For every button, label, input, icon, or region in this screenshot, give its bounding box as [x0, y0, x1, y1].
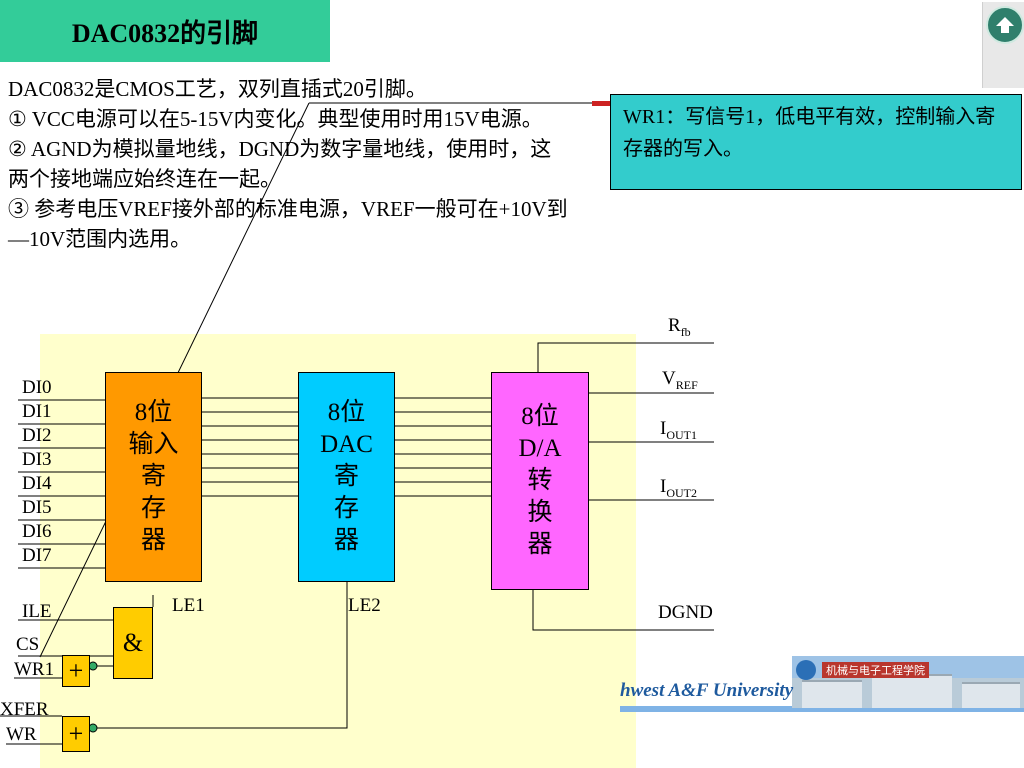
- pin-di3: DI3: [22, 449, 52, 470]
- pin-vref: VREF: [662, 368, 698, 392]
- intro-line: DAC0832是CMOS工艺，双列直插式20引脚。: [8, 77, 427, 101]
- pin-xfer: XFER: [0, 699, 49, 720]
- input-register-block: 8位 输入 寄 存 器: [105, 372, 202, 582]
- pin-wr1: WR1: [14, 659, 55, 680]
- school-logo-icon: [796, 660, 816, 680]
- block-text: 换: [527, 499, 553, 526]
- pin-di2: DI2: [22, 425, 52, 446]
- home-button[interactable]: [982, 2, 1024, 88]
- block-text: 存: [140, 495, 166, 522]
- pin-wr: WR: [6, 724, 37, 745]
- pin-ile: ILE: [22, 601, 52, 622]
- home-icon: [986, 6, 1024, 44]
- and-gate: &: [113, 607, 153, 679]
- university-name: hwest A&F University: [620, 680, 794, 701]
- block-text: D/A: [518, 435, 562, 462]
- pin-di4: DI4: [22, 473, 52, 494]
- footer-band: [620, 706, 1024, 712]
- campus-image: 机械与电子工程学院: [792, 656, 1024, 708]
- block-text: 寄: [333, 463, 359, 490]
- intro-line: ② AGND为模拟量地线，DGND为数字量地线，使用时，这两个接地端应始终连在一…: [8, 137, 552, 191]
- page-title: DAC0832的引脚: [71, 18, 259, 48]
- wr1-callout: WR1：写信号1，低电平有效，控制输入寄存器的写入。: [610, 94, 1022, 190]
- dac-register-block: 8位 DAC 寄 存 器: [298, 372, 395, 582]
- school-name: 机械与电子工程学院: [822, 662, 929, 678]
- block-text: 器: [140, 527, 166, 554]
- title-box: DAC0832的引脚: [0, 0, 330, 62]
- or-gate-2: +: [62, 716, 90, 752]
- pin-di1: DI1: [22, 401, 52, 422]
- pin-rfb: Rfb: [668, 315, 691, 339]
- block-text: 器: [527, 531, 553, 558]
- da-converter-block: 8位 D/A 转 换 器: [491, 372, 589, 590]
- block-text: 寄: [140, 463, 166, 490]
- pin-di5: DI5: [22, 497, 52, 518]
- intro-line: ③ 参考电压VREF接外部的标准电源，VREF一般可在+10V到—10V范围内选…: [8, 197, 568, 251]
- block-text: 转: [527, 467, 553, 494]
- pin-di0: DI0: [22, 377, 52, 398]
- block-text: 8位: [521, 403, 559, 430]
- block-text: 存: [333, 495, 359, 522]
- label-le1: LE1: [172, 595, 205, 616]
- pin-di6: DI6: [22, 521, 52, 542]
- intro-line: ① VCC电源可以在5-15V内变化。典型使用时用15V电源。: [8, 107, 543, 131]
- block-text: 器: [333, 527, 359, 554]
- block-text: 输入: [128, 431, 179, 458]
- block-text: DAC: [320, 431, 373, 458]
- pin-iout2: IOUT2: [660, 476, 697, 500]
- pin-cs: CS: [16, 634, 40, 655]
- pin-iout1: IOUT1: [660, 418, 697, 442]
- pin-dgnd: DGND: [658, 602, 713, 623]
- or-gate-1: +: [62, 655, 90, 687]
- block-text: 8位: [134, 399, 173, 426]
- pin-di7: DI7: [22, 545, 52, 566]
- callout-text: WR1：写信号1，低电平有效，控制输入寄存器的写入。: [623, 106, 996, 160]
- label-le2: LE2: [348, 595, 381, 616]
- intro-text: DAC0832是CMOS工艺，双列直插式20引脚。 ① VCC电源可以在5-15…: [8, 74, 588, 254]
- block-text: 8位: [327, 399, 366, 426]
